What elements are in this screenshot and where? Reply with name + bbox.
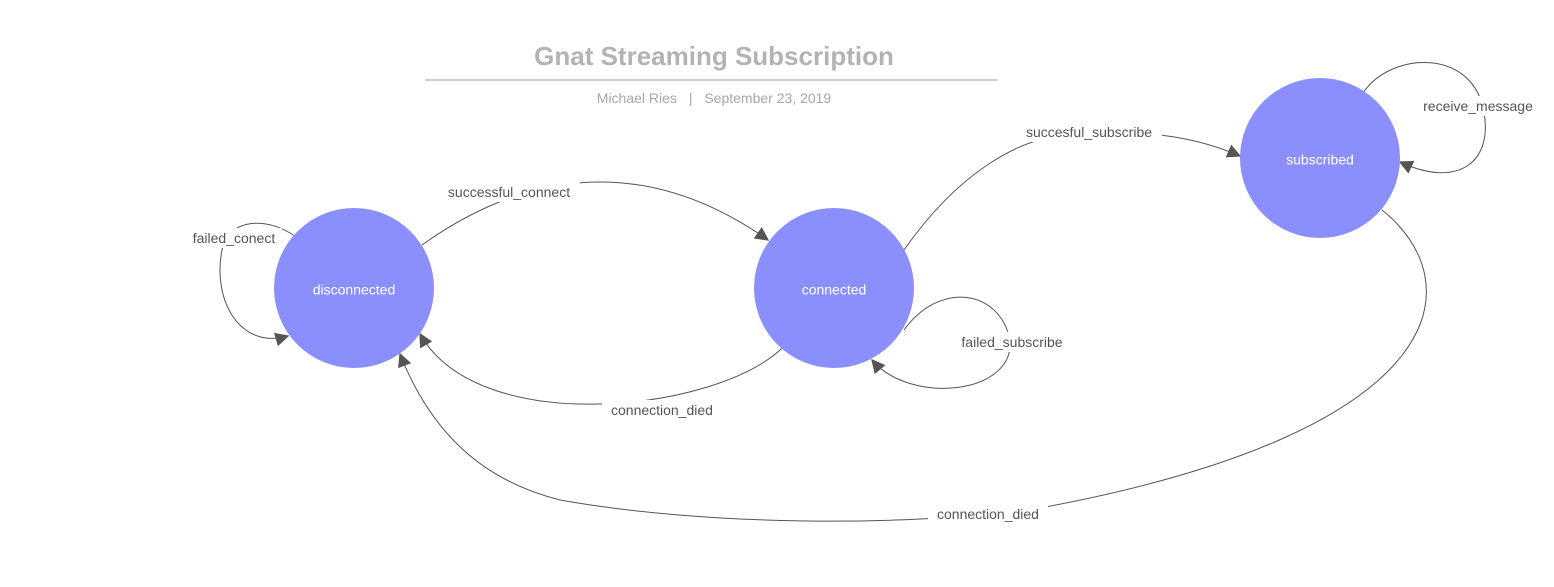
transition-label-succesful-subscribe: succesful_subscribe — [1026, 124, 1152, 140]
transition-connection-died-connected-path — [419, 332, 783, 405]
state-disconnected[interactable]: disconnected — [274, 208, 434, 368]
transition-label-receive-message: receive_message — [1423, 98, 1533, 114]
transition-label-failed-conect: failed_conect — [193, 230, 276, 246]
transition-label-connection-died-subscribed: connection_died — [937, 506, 1039, 522]
transition-successful-connect-path — [421, 181, 770, 246]
state-connected[interactable]: connected — [754, 208, 914, 368]
transition-failed-subscribe: failed_subscribe — [871, 296, 1072, 389]
state-disconnected-label: disconnected — [313, 282, 396, 298]
transition-connection-died-connected: connection_died — [419, 332, 783, 420]
transition-connection-died-subscribed: connection_died — [398, 209, 1427, 524]
author-line: Michael Ries | September 23, 2019 — [597, 90, 832, 106]
transition-connection-died-subscribed-path — [398, 209, 1427, 522]
transition-label-connection-died-connected: connection_died — [611, 402, 713, 418]
diagram-title: Gnat Streaming Subscription — [534, 41, 894, 71]
state-subscribed-label: subscribed — [1286, 152, 1354, 168]
transition-succesful-subscribe: succesful_subscribe — [903, 122, 1242, 251]
state-disconnected-circle[interactable] — [274, 208, 434, 368]
state-subscribed-circle[interactable] — [1240, 78, 1400, 238]
diagram-date: September 23, 2019 — [704, 90, 831, 106]
transition-label-successful-connect: successful_connect — [448, 184, 570, 200]
meta-separator: | — [689, 90, 693, 106]
transition-label-failed-subscribe: failed_subscribe — [961, 334, 1062, 350]
transition-succesful-subscribe-path — [903, 132, 1242, 251]
transition-failed-conect: failed_conect — [186, 222, 297, 347]
transition-receive-message: receive_message — [1362, 62, 1542, 174]
state-subscribed[interactable]: subscribed — [1240, 78, 1400, 238]
diagram-header: Gnat Streaming Subscription Michael Ries… — [425, 41, 997, 106]
state-connected-circle[interactable] — [754, 208, 914, 368]
author-name: Michael Ries — [597, 90, 677, 106]
transition-successful-connect: successful_connect — [421, 181, 770, 246]
state-connected-label: connected — [802, 282, 867, 298]
transition-failed-conect-path — [219, 222, 297, 347]
